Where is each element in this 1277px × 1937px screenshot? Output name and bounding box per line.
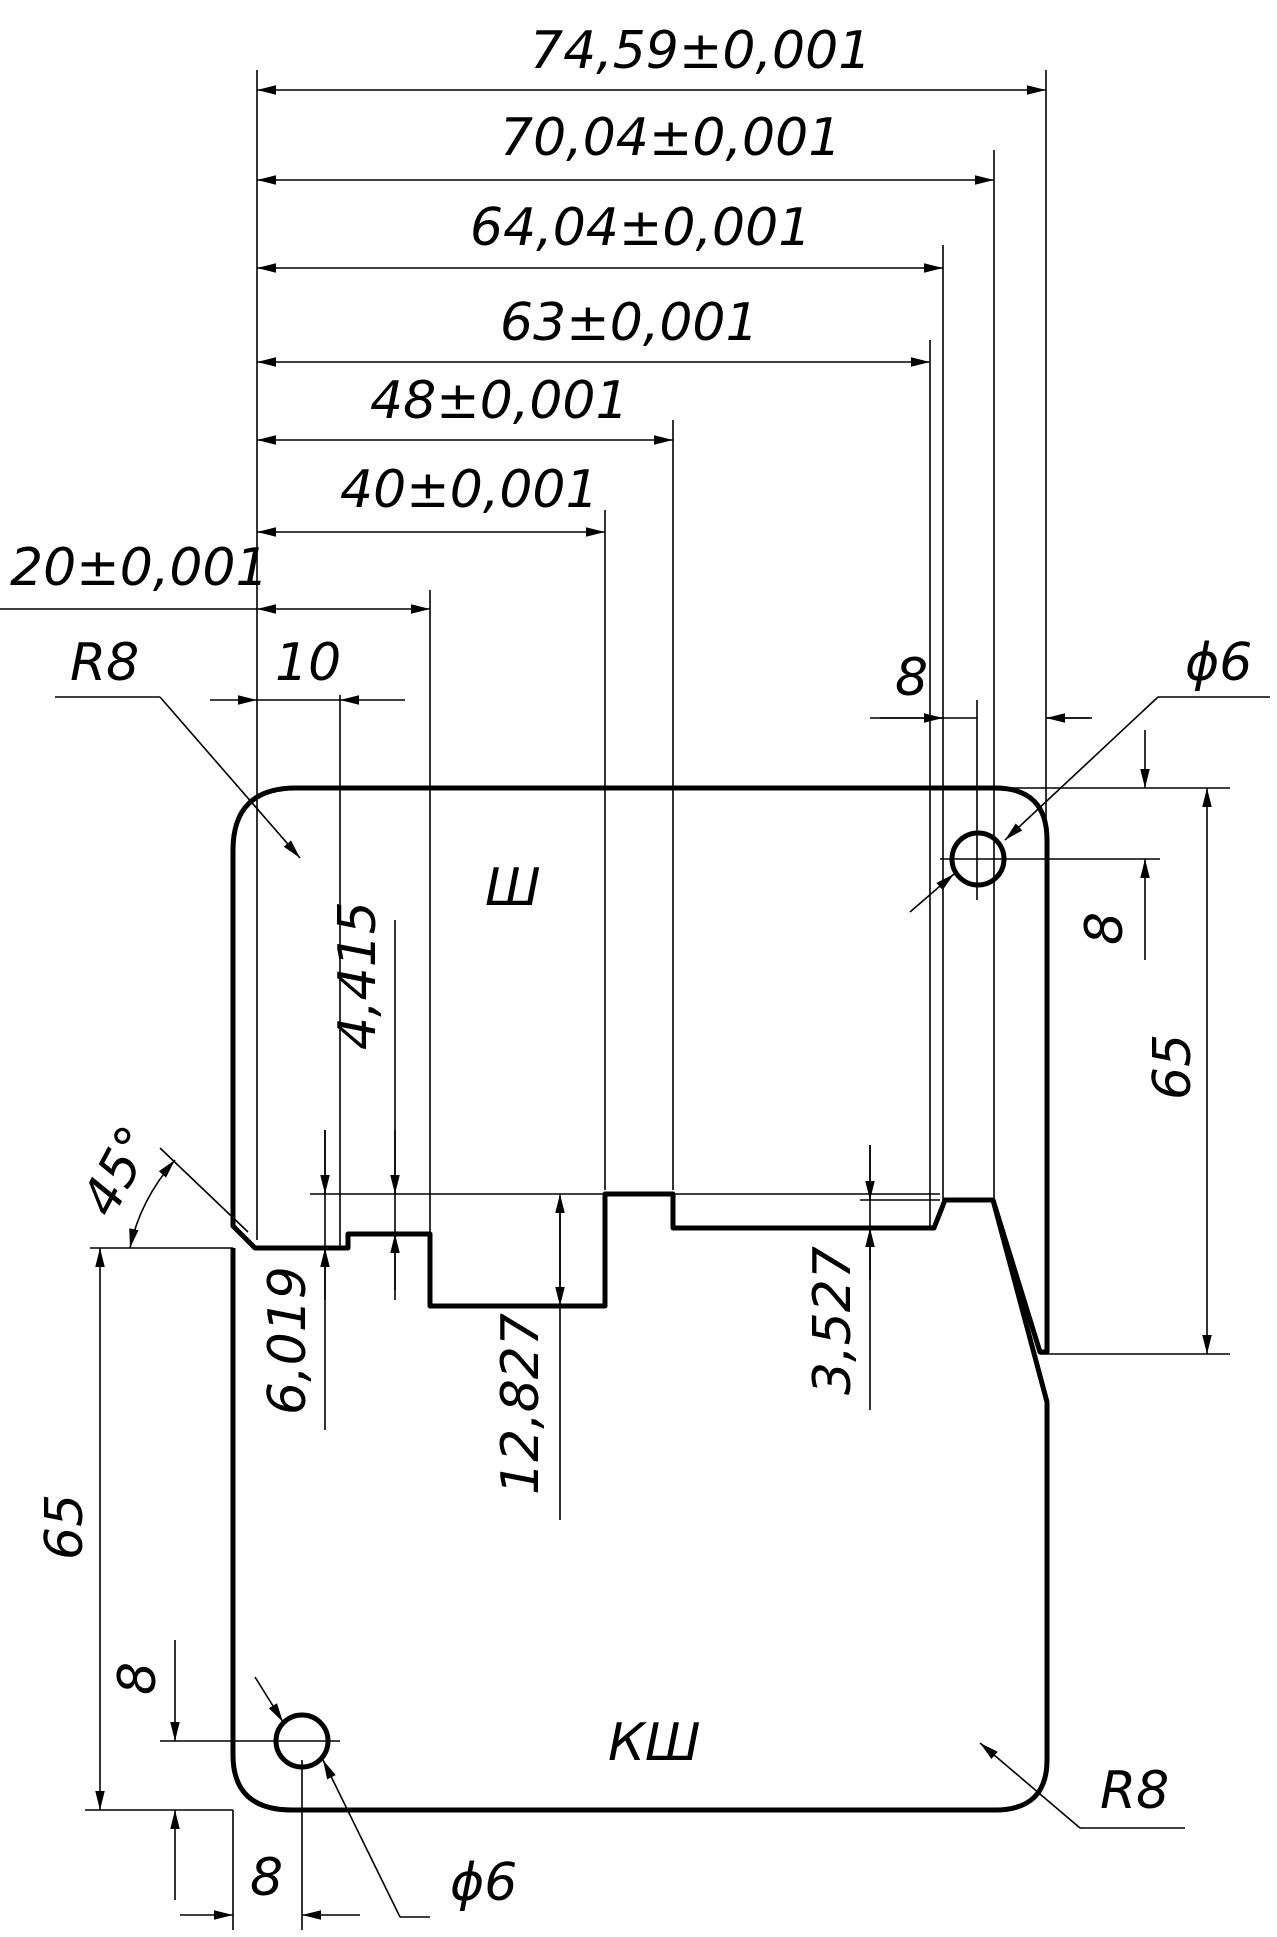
region-label-upper: Ш	[485, 858, 541, 918]
dimension-lines	[95, 85, 1212, 1920]
leader-lines	[55, 696, 1270, 1918]
dim-65-left: 65	[35, 1494, 95, 1560]
dim-8-top: 8	[895, 648, 928, 708]
dim-angle-45: 45°	[71, 1117, 167, 1227]
dim-40: 40±0,001	[340, 460, 599, 520]
dim-8-bottom: 8	[250, 1848, 283, 1908]
dim-74-59: 74,59±0,001	[530, 21, 871, 81]
dim-12-827: 12,827	[491, 1313, 551, 1495]
dim-4-415: 4,415	[328, 901, 388, 1050]
lower-plate-outline	[230, 1199, 1050, 1813]
dim-65-right: 65	[1143, 1034, 1203, 1100]
dim-8-left: 8	[108, 1662, 168, 1695]
dim-phi6-bottom: ϕ6	[450, 1853, 517, 1913]
dim-64-04: 64,04±0,001	[470, 198, 811, 258]
dim-70-04: 70,04±0,001	[500, 108, 841, 168]
dim-phi6-top: ϕ6	[1185, 633, 1252, 693]
region-labels: Ш КШ	[485, 858, 701, 1773]
dim-20: 20±0,001	[10, 538, 269, 598]
region-label-lower: КШ	[608, 1713, 701, 1773]
dim-3-527: 3,527	[803, 1246, 863, 1395]
dimension-labels: 74,59±0,001 70,04±0,001 64,04±0,001 63±0…	[10, 21, 1252, 1913]
dim-r8-bottom: R8	[1100, 1761, 1169, 1821]
dim-r8-top: R8	[70, 633, 139, 693]
upper-plate-outline	[230, 785, 1050, 1355]
dim-6-019: 6,019	[258, 1266, 318, 1415]
dim-48: 48±0,001	[370, 371, 629, 431]
dim-10: 10	[275, 633, 341, 693]
dim-8-right: 8	[1075, 912, 1135, 945]
dim-63: 63±0,001	[500, 293, 759, 353]
